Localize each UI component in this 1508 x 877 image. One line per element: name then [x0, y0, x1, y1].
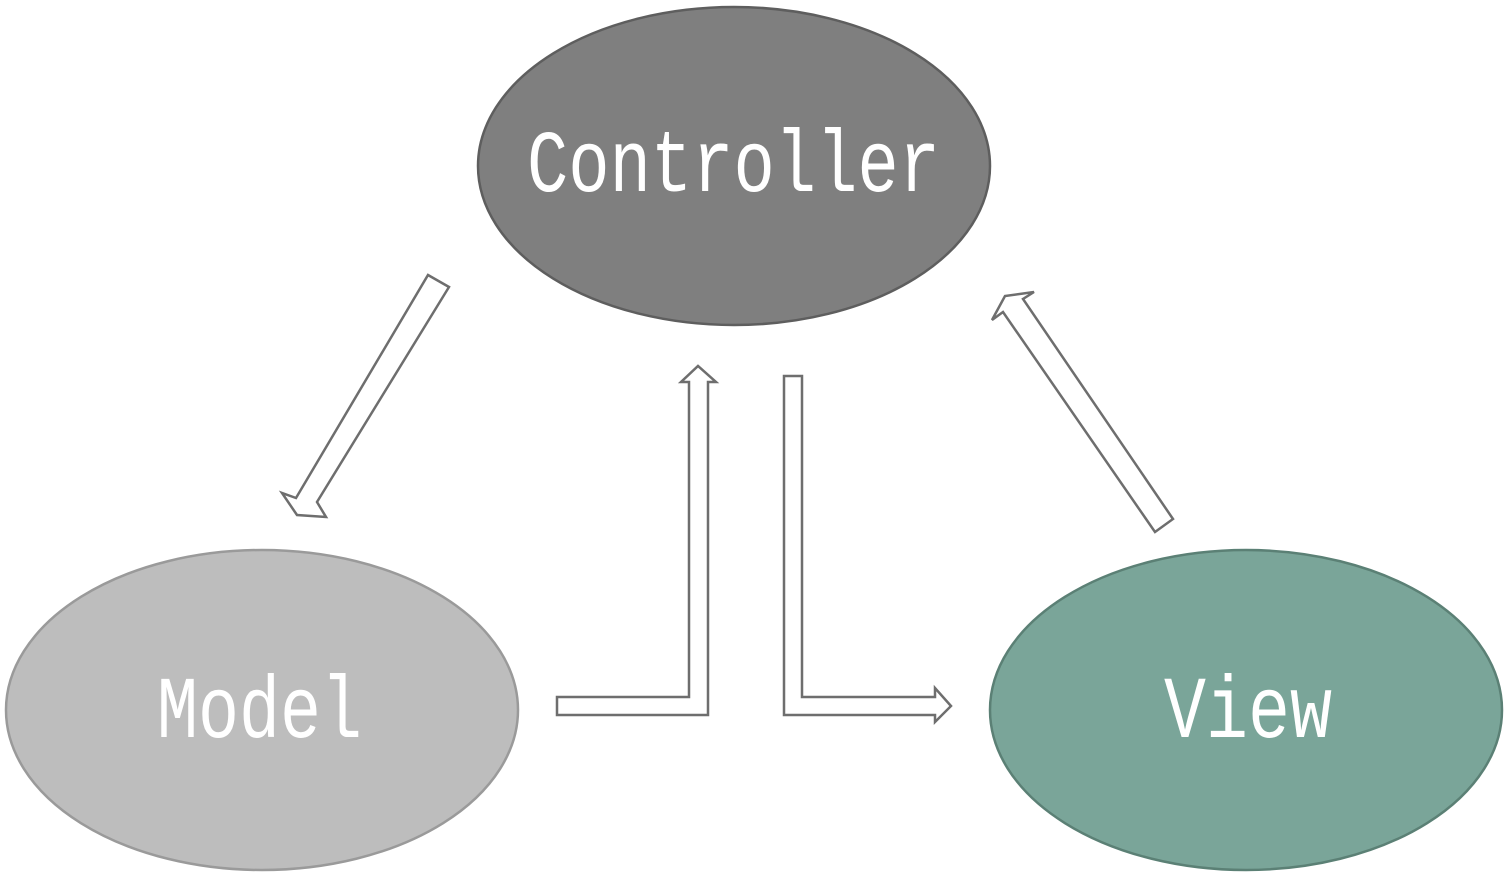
arrow-model-to-controller — [555, 364, 720, 717]
controller-ellipse — [476, 5, 992, 327]
arrow-view-to-controller — [990, 290, 1175, 534]
arrow-controller-to-view — [782, 374, 953, 726]
model-node: Model — [4, 548, 520, 872]
controller-node: Controller — [476, 5, 992, 327]
arrow-controller-to-model — [278, 273, 451, 519]
model-label: Model — [157, 665, 362, 764]
view-ellipse — [988, 548, 1504, 872]
view-node: View — [988, 548, 1504, 872]
model-ellipse — [4, 548, 520, 872]
controller-label: Controller — [527, 119, 940, 218]
view-label: View — [1164, 665, 1332, 764]
